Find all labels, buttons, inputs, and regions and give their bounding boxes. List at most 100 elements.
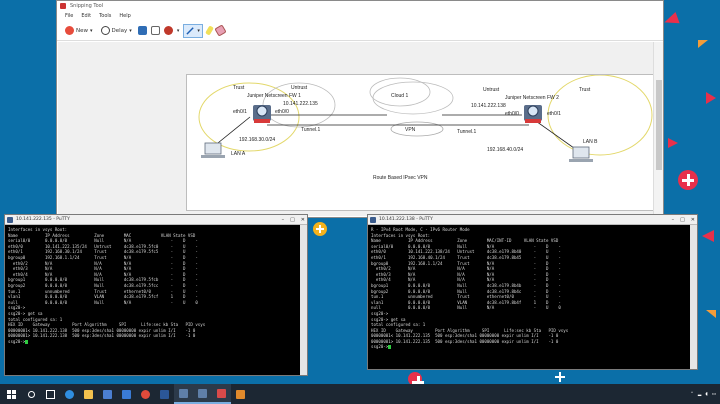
red-plus-decoration — [678, 170, 698, 190]
menu-tools[interactable]: Tools — [99, 13, 112, 19]
terminal-line: serial0/0 0.0.0.0/0 Null N/A - D - — [371, 243, 561, 249]
snipping-tool-titlebar[interactable]: Snipping Tool — [57, 1, 663, 11]
close-icon[interactable]: ✕ — [690, 217, 695, 223]
fw1-eth1: eth0/1 — [233, 109, 247, 115]
trust-left-label: Trust — [233, 85, 245, 91]
taskbar-item[interactable] — [22, 384, 41, 404]
menu-bar: File Edit Tools Help — [57, 11, 663, 21]
snipping-tool-icon — [60, 3, 66, 9]
terminal-line: eth0/4 N/A N/A N/A - D - — [371, 277, 561, 283]
taskbar-item[interactable] — [60, 384, 79, 404]
terminal-line: eth0/2 N/A N/A N/A - D - — [371, 266, 561, 272]
terminal-line: eth0/0 10.141.222.135/24 Untrust dc38.e1… — [8, 243, 198, 249]
red-plus-decoration — [408, 372, 424, 388]
save-icon[interactable] — [137, 26, 147, 35]
terminal-line: ssg20-> — [371, 344, 694, 350]
diagram-caption: Route Based IPsec VPN — [373, 175, 428, 181]
chevron-down-icon: ▾ — [90, 27, 93, 34]
taskbar-item[interactable] — [117, 384, 136, 404]
edge-icon — [65, 389, 74, 399]
taskbar-item[interactable] — [79, 384, 98, 404]
terminal-line: bgroup1 0.0.0.0/0 Null dc38.e179.8b4b - … — [371, 282, 561, 288]
vertical-scrollbar[interactable] — [653, 42, 663, 216]
terminal-output[interactable]: Interfaces in vsys Root:Name IP Address … — [5, 225, 307, 376]
terminal-line: ssg20-> — [8, 305, 26, 311]
close-icon[interactable]: ✕ — [300, 217, 305, 223]
volume-icon[interactable]: ◖ — [705, 391, 708, 397]
maximize-icon[interactable]: □ — [680, 217, 685, 223]
delay-button[interactable]: Delay ▾ — [99, 24, 134, 38]
paint-icon — [236, 389, 245, 399]
fw2-eth1: eth0/1 — [547, 111, 561, 117]
tray-up-icon[interactable]: ⌃ — [690, 391, 694, 397]
minimize-icon[interactable]: – — [281, 217, 285, 223]
eraser-icon[interactable] — [214, 24, 227, 37]
putty-icon — [179, 388, 188, 398]
cloud-label: Cloud 1 — [391, 93, 409, 99]
chevron-down-icon[interactable]: ▾ — [176, 27, 180, 34]
terminal-line: R - IPv4 Root Mode, C - IPv6 Router Mode — [371, 227, 470, 232]
menu-file[interactable]: File — [65, 13, 74, 19]
terminal-line: tun.1 unnumbered Trust ethernet0/0 - U - — [371, 294, 561, 300]
scrollbar-thumb[interactable] — [656, 80, 662, 170]
terminal-line: eth0/3 N/A N/A N/A - D - — [371, 271, 561, 277]
terminal-output[interactable]: R - IPv4 Root Mode, C - IPv6 Router Mode… — [368, 225, 697, 370]
yellow-plus-decoration — [313, 222, 327, 236]
menu-edit[interactable]: Edit — [81, 13, 92, 19]
chevron-down-icon: ▾ — [129, 27, 132, 34]
delay-label: Delay — [111, 27, 128, 34]
trust-right-label: Trust — [579, 87, 591, 93]
pen-button[interactable]: ▾ — [183, 23, 203, 38]
window-controls: – □ ✕ — [282, 215, 305, 225]
terminal-line: HEX ID Gateway Port Algorithm SPI Life:s… — [8, 322, 206, 328]
terminal-line: eth0/1 192.168.30.1/24 Trust dc38.e179.5… — [8, 249, 198, 255]
lan-b-subnet: 192.168.40.0/24 — [487, 147, 524, 153]
taskbar-item[interactable] — [136, 384, 155, 404]
fw1-eth0: eth0/0 — [275, 109, 289, 115]
lan-a-subnet: 192.168.30.0/24 — [239, 137, 276, 143]
minimize-icon[interactable]: – — [671, 217, 675, 223]
terminal-line: 00000001< 10.141.222.138 500 esp:3des/sh… — [8, 327, 196, 333]
chevron-down-icon: ▾ — [197, 27, 200, 34]
maximize-icon[interactable]: □ — [290, 217, 295, 223]
terminal-cursor — [25, 339, 29, 344]
lan-b-label: LAN B — [583, 139, 598, 145]
fw1-label: Juniper Netscreen FW 1 — [247, 93, 301, 99]
clock-icon — [100, 26, 110, 35]
send-icon[interactable] — [163, 26, 173, 35]
copy-icon[interactable] — [150, 26, 160, 35]
taskbar-item[interactable] — [98, 384, 117, 404]
network-icon[interactable]: ▂ — [697, 391, 702, 397]
putty-titlebar[interactable]: 10.141.222.138 - PuTTY – □ ✕ — [368, 215, 697, 225]
terminal-line: ssg20-> — [371, 310, 389, 316]
red-triangle-decoration — [702, 230, 714, 242]
terminal-line: Name IP Address Zone MAC VLAN State VSD — [8, 232, 196, 238]
taskbar-item[interactable] — [212, 384, 231, 404]
window-controls: – □ ✕ — [672, 215, 695, 225]
terminal-line: 00000001> 10.141.222.138 500 esp:3des/sh… — [8, 333, 196, 339]
taskbar-item[interactable] — [41, 384, 60, 404]
terminal-line: ssg20-> get sa — [8, 310, 43, 316]
putty-icon — [7, 217, 13, 223]
snip-canvas: Trust Untrust Juniper Netscreen FW 1 10.… — [58, 42, 658, 216]
taskbar-item[interactable] — [174, 384, 193, 404]
putty-titlebar[interactable]: 10.141.222.135 - PuTTY – □ ✕ — [5, 215, 307, 225]
system-tray: ⌃ ▂ ◖ ▭ — [690, 384, 716, 404]
taskbar-item[interactable] — [193, 384, 212, 404]
untrust-left-label: Untrust — [291, 85, 308, 91]
notification-icon[interactable]: ▭ — [711, 391, 716, 397]
menu-help[interactable]: Help — [119, 13, 131, 19]
fw2-eth0: eth0/0 — [505, 111, 519, 117]
taskbar-item[interactable] — [231, 384, 250, 404]
taskbar-item[interactable] — [155, 384, 174, 404]
new-snip-button[interactable]: New ▾ — [63, 24, 95, 38]
vertical-scrollbar[interactable] — [690, 225, 697, 369]
terminal-line: vlan1 0.0.0.0/0 VLAN dc38.e179.8b4f 1 D … — [371, 299, 561, 305]
window-title: Snipping Tool — [70, 3, 104, 9]
vertical-scrollbar[interactable] — [300, 225, 307, 375]
terminal-line: ssg20-> — [8, 339, 304, 345]
highlighter-icon[interactable] — [204, 25, 214, 36]
terminal-line: HEX ID Gateway Port Algorithm SPI Life:s… — [371, 327, 569, 333]
start-button[interactable] — [0, 384, 22, 404]
terminal-line: tun.1 unnumbered Trust ethernet0/0 - U - — [8, 288, 198, 294]
